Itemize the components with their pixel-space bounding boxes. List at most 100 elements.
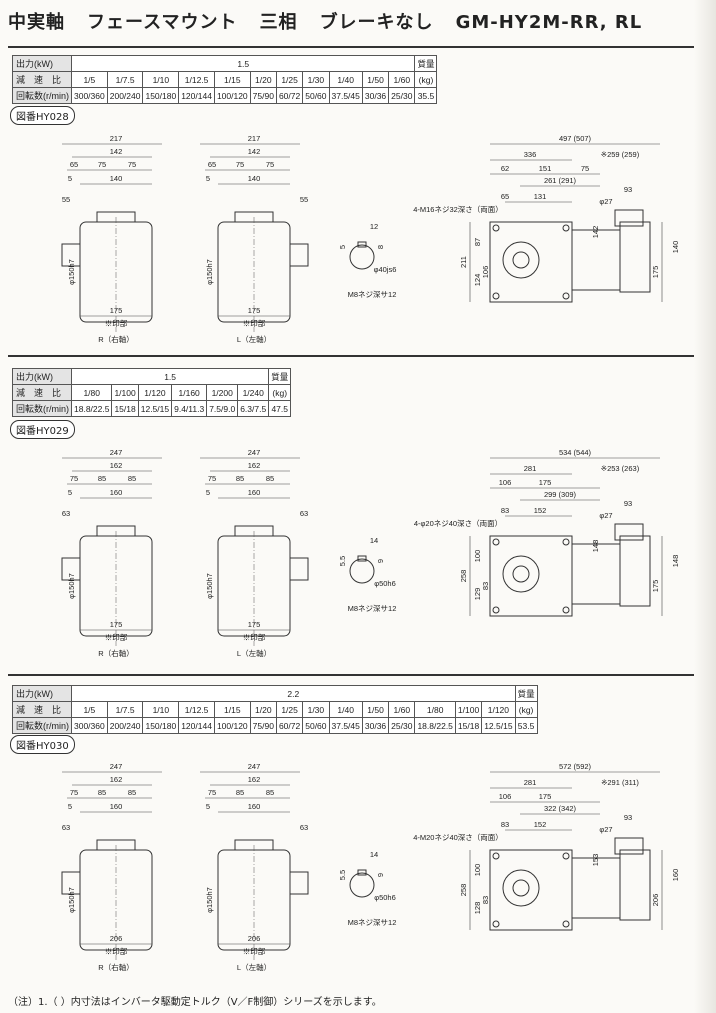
speed-cell: 9.4/11.3 xyxy=(171,400,208,417)
title-phase: 三相 xyxy=(259,12,298,33)
l-view-caption: L（左軸） xyxy=(237,962,271,972)
dimension-label: 5.5 xyxy=(338,556,347,566)
dimension-label: 83 xyxy=(501,506,509,515)
dimension-label: 175 xyxy=(651,266,660,279)
dimension-label: 534 (544) xyxy=(559,448,592,457)
dimension-label: 175 xyxy=(110,306,123,315)
ratio-cell: 1/5 xyxy=(71,71,108,88)
dimension-label: 5 xyxy=(206,488,210,497)
footnote: （注）1.（ ）内寸法はインバータ駆動定トルク（V／F制御）シリーズを示します。 xyxy=(8,997,382,1008)
mounting-hole xyxy=(562,606,570,614)
tapped-hole-label: M8ネジ深サ12 xyxy=(348,604,397,613)
mass-unit: (kg) xyxy=(514,701,538,718)
speed-cell: 150/180 xyxy=(142,717,180,734)
output-label: 出力(kW) xyxy=(12,55,72,72)
speed-cell: 75/90 xyxy=(249,87,277,104)
dimension-label: 87 xyxy=(473,238,482,246)
ratio-cell: 1/7.5 xyxy=(106,701,144,718)
mounting-hole xyxy=(492,606,500,614)
dimension-label: φ27 xyxy=(599,825,612,834)
dimension-label: φ27 xyxy=(599,197,612,206)
ratio-cell: 1/25 xyxy=(275,71,304,88)
dimension-label: 160 xyxy=(110,802,123,811)
ratio-cell: 1/80 xyxy=(414,701,456,718)
dimension-label: 142 xyxy=(248,147,261,156)
r-view-caption: R（右軸） xyxy=(98,648,133,658)
speed-cell: 15/18 xyxy=(111,400,139,417)
mark-note: ※印部 xyxy=(105,632,128,642)
ratio-cell: 1/120 xyxy=(137,384,173,401)
figure-label: 図番HY030 xyxy=(10,735,75,754)
ratio-cell: 1/200 xyxy=(206,384,239,401)
ratio-cell: 1/50 xyxy=(361,71,390,88)
terminal-box xyxy=(614,209,644,227)
shaft-section-circle xyxy=(349,244,375,270)
flange-hub xyxy=(512,251,530,269)
dimension-label: 258 xyxy=(459,884,468,897)
shaft-tolerance-label: φ50h6 xyxy=(374,579,396,588)
ratio-label: 減 速 比 xyxy=(12,384,72,401)
dimension-label: 261 (291) xyxy=(544,176,577,185)
r-view-caption: R（右軸） xyxy=(98,334,133,344)
dimension-label: 140 xyxy=(671,241,680,254)
dimension-label: 5 xyxy=(338,245,347,249)
mass-unit: (kg) xyxy=(268,384,292,401)
dimension-label: 63 xyxy=(300,823,308,832)
keyway xyxy=(357,869,367,876)
speed-cell: 60/72 xyxy=(275,87,304,104)
shaft-section-circle xyxy=(349,872,375,898)
dimension-label: 152 xyxy=(534,820,547,829)
output-value: 1.5 xyxy=(70,368,270,385)
ratio-cell: 1/160 xyxy=(171,384,208,401)
dimension-label: ※291 (311) xyxy=(601,778,639,787)
dimension-label: 62 xyxy=(501,164,509,173)
shaft-tolerance-label: φ50h6 xyxy=(374,893,396,902)
ratio-label: 減 速 比 xyxy=(12,71,72,88)
speed-cell: 300/360 xyxy=(71,717,108,734)
mounting-holes-label: 4-M16ネジ32深さ（両面） xyxy=(413,205,503,214)
mounting-holes-label: 4-M20ネジ40深さ（両面） xyxy=(413,833,503,842)
output-value: 2.2 xyxy=(71,685,516,702)
speed-cell: 7.5/9.0 xyxy=(206,400,239,417)
mass-value: 53.5 xyxy=(514,717,538,734)
mounting-hole xyxy=(562,538,570,546)
dimension-label: ※253 (263) xyxy=(601,464,640,473)
dimension-label: φ27 xyxy=(599,511,612,520)
mass-label: 質量 xyxy=(268,368,292,385)
output-value: 1.5 xyxy=(70,55,416,72)
dimension-label: 206 xyxy=(248,934,261,943)
dimension-label: 14 xyxy=(370,850,378,859)
speed-cell: 25/30 xyxy=(388,717,416,734)
dimension-label: 131 xyxy=(534,192,547,201)
r-view-output-shaft xyxy=(61,557,81,581)
dimension-label: 106 xyxy=(499,478,512,487)
ratio-cell: 1/120 xyxy=(481,701,516,718)
dimension-label: 63 xyxy=(62,823,70,832)
l-view-output-shaft xyxy=(289,243,309,267)
dimension-label: 106 xyxy=(499,792,512,801)
ratio-cell: 1/15 xyxy=(213,71,251,88)
l-view-caption: L（左軸） xyxy=(237,334,271,344)
dimension-label: 148 xyxy=(591,540,600,553)
speed-cell: 200/240 xyxy=(106,87,144,104)
dimension-label: 14 xyxy=(370,536,378,545)
ratio-cell: 1/5 xyxy=(71,701,108,718)
divider xyxy=(8,674,698,676)
title-shaft: 中実軸 xyxy=(8,12,65,33)
dimension-label: 75 xyxy=(266,160,274,169)
ratio-cell: 1/80 xyxy=(70,384,113,401)
dimension-label: 5 xyxy=(68,802,72,811)
mounting-hole xyxy=(492,538,500,546)
dimension-label: 142 xyxy=(591,226,600,239)
dimension-label: 247 xyxy=(110,762,123,771)
speed-cell: 12.5/15 xyxy=(137,400,173,417)
mark-note: ※印部 xyxy=(105,946,128,956)
dimension-label: 206 xyxy=(110,934,123,943)
dimension-label: 175 xyxy=(110,620,123,629)
ratio-cell: 1/10 xyxy=(142,701,180,718)
shaft-section-circle xyxy=(349,558,375,584)
dimension-label: 65 xyxy=(501,192,509,201)
